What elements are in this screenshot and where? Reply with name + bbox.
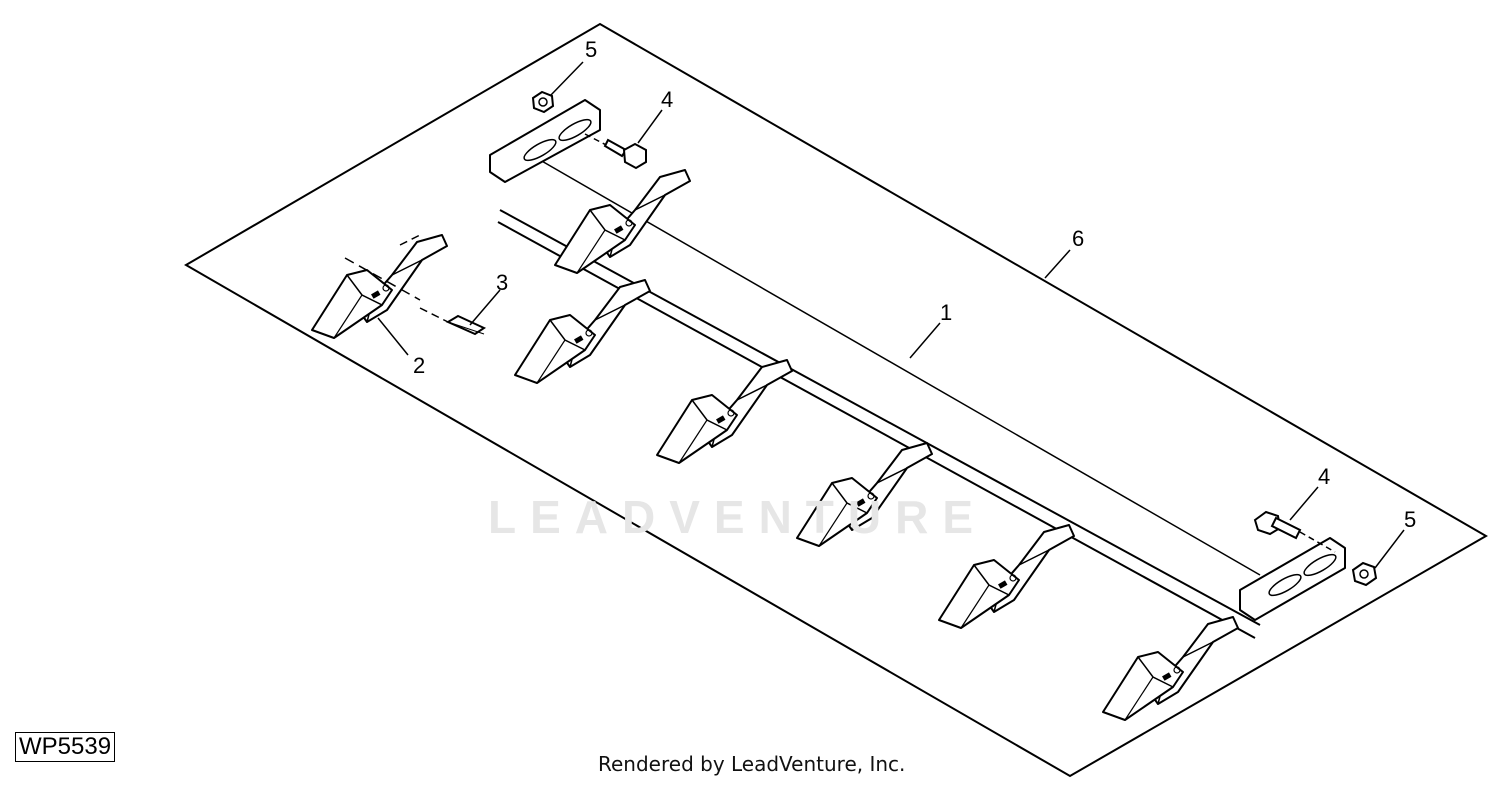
callout-3: 3 (496, 270, 509, 295)
left-bracket (489, 99, 601, 183)
tooth-2 (514, 169, 691, 384)
footer-credit: Rendered by LeadVenture, Inc. (598, 752, 906, 776)
callout-2: 2 (413, 353, 426, 378)
callout-1: 1 (940, 300, 953, 325)
watermark: LEADVENTURE (488, 491, 988, 543)
kit-boundary (184, 22, 1488, 778)
nut-right (1351, 561, 1378, 587)
callout-4-left: 4 (661, 87, 674, 112)
bolt-right (1253, 510, 1336, 553)
callout-5-left: 5 (585, 37, 598, 62)
tooth-3 (656, 359, 793, 464)
pin (419, 307, 487, 336)
bolt-left (584, 133, 647, 170)
nut-left (531, 90, 555, 114)
callout-6: 6 (1072, 226, 1085, 251)
tooth-6 (1102, 616, 1239, 721)
diagram-id: WP5539 (15, 732, 116, 762)
callout-5-right: 5 (1404, 507, 1417, 532)
tooth-1 (311, 234, 448, 339)
right-bracket (1239, 537, 1346, 621)
callout-4-right: 4 (1318, 464, 1331, 489)
